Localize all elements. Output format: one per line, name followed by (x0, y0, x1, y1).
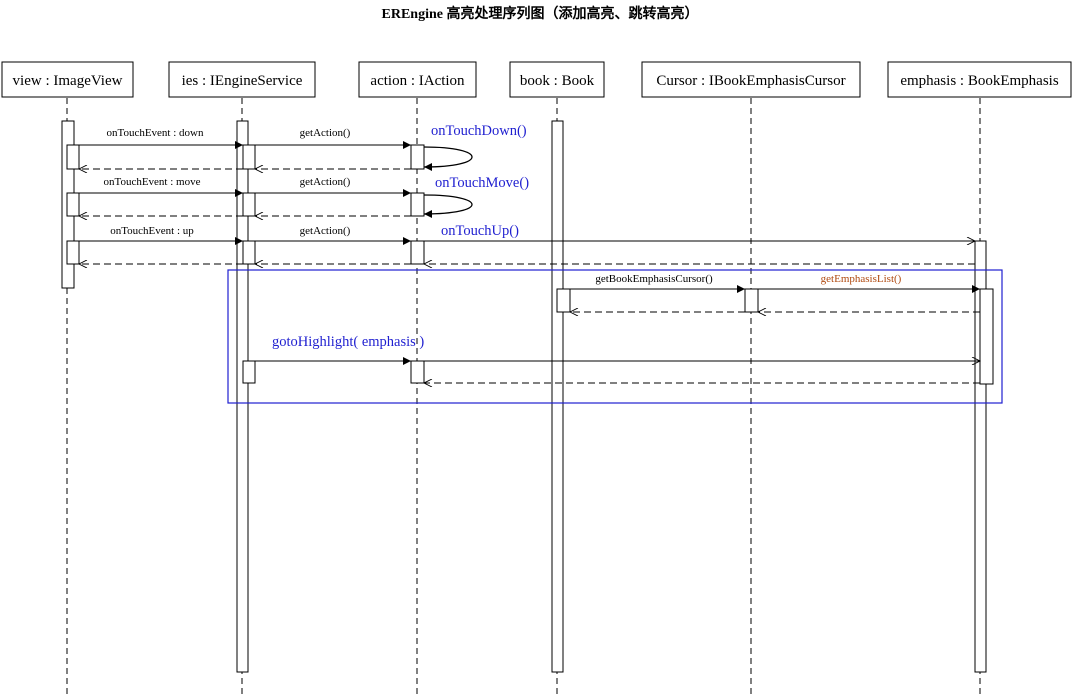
participant-action-box (358, 61, 477, 98)
activation-action-4 (410, 360, 425, 384)
note-on-touch-up: onTouchUp() (441, 223, 519, 239)
participant-emphasis-box (887, 61, 1072, 98)
activation-book-1 (556, 288, 571, 313)
self-call-on-touch-move (423, 194, 473, 218)
participant-view-label: view : ImageView (13, 73, 123, 89)
activation-book-main (551, 120, 564, 673)
activation-action-1 (410, 144, 425, 170)
participant-cursor-label: Cursor : IBookEmphasisCursor (656, 73, 845, 89)
activation-view-2 (66, 192, 80, 217)
message-get-list-label: getEmphasisList() (821, 273, 902, 285)
diagram-title: EREngine 高亮处理序列图（添加高亮、跳转高亮） (382, 5, 699, 22)
self-call-on-touch-down (423, 146, 473, 171)
participant-cursor-box (641, 61, 861, 98)
activation-action-2 (410, 192, 425, 217)
activation-emphasis-1 (979, 288, 994, 385)
activation-ies-2 (242, 192, 256, 217)
activation-view-1 (66, 144, 80, 170)
message-get-action-1-label: getAction() (300, 127, 351, 139)
message-touch-move-label: onTouchEvent : move (104, 176, 201, 188)
participant-book-box (509, 61, 605, 98)
activation-ies-main (236, 120, 249, 673)
participant-ies-label: ies : IEngineService (182, 73, 303, 89)
activation-ies-1 (242, 144, 256, 170)
message-get-action-3-label: getAction() (300, 225, 351, 237)
note-goto-highlight: gotoHighlight( emphasis ) (272, 334, 424, 350)
highlight-frame (227, 269, 1003, 404)
activation-view-3 (66, 240, 80, 265)
activation-cursor-1 (744, 288, 759, 313)
activation-emphasis-main (974, 240, 987, 673)
activation-action-3 (410, 240, 425, 265)
message-get-cursor-label: getBookEmphasisCursor() (595, 273, 713, 285)
note-on-touch-down: onTouchDown() (431, 123, 527, 139)
message-touch-down-label: onTouchEvent : down (107, 127, 204, 139)
message-get-action-2-label: getAction() (300, 176, 351, 188)
activation-ies-3 (242, 240, 256, 265)
participant-action-label: action : IAction (370, 73, 465, 89)
note-on-touch-move: onTouchMove() (435, 175, 529, 191)
participant-ies-box (168, 61, 316, 98)
participant-emphasis-label: emphasis : BookEmphasis (900, 73, 1058, 89)
participant-book-label: book : Book (520, 73, 595, 89)
activation-ies-4 (242, 360, 256, 384)
participant-view-box (1, 61, 134, 98)
message-touch-up-label: onTouchEvent : up (110, 225, 194, 237)
